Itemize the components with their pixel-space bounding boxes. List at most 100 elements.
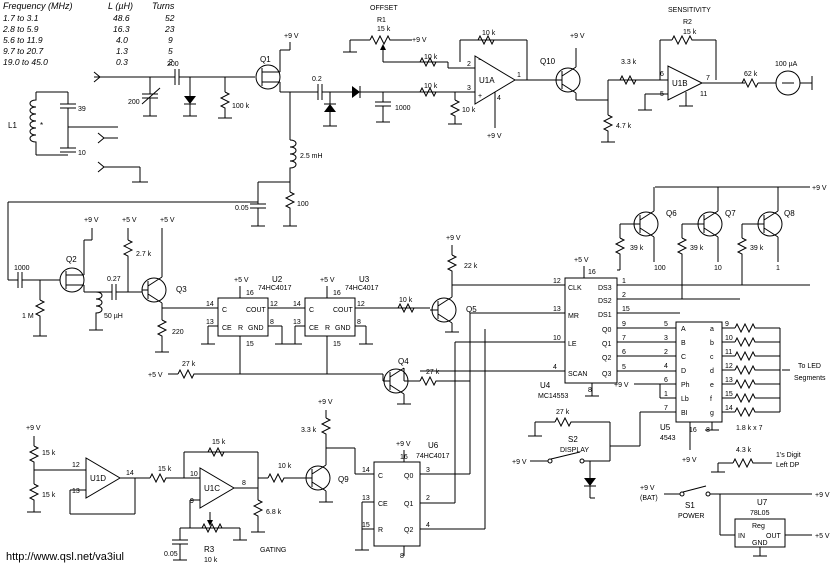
table-cell: 5 [168,46,173,56]
pin-number: 8 [242,480,246,487]
inductor-icon [95,291,103,322]
pin-label: B [681,340,686,347]
resistor-icon [122,239,134,266]
opamp-plus: + [478,93,482,100]
potentiometer-icon [671,34,716,46]
pin-number: 16 [588,269,596,276]
u5-chip [675,321,723,423]
u2-chip [217,297,269,337]
pin-number: 3 [467,85,471,92]
pin-label: Q1 [404,501,413,508]
u5-label: U5 [660,423,671,432]
resistor-icon [619,74,637,86]
potentiometer-icon [369,34,404,46]
q8-label: Q8 [784,209,795,218]
resistor-icon [267,472,296,484]
u6-chip [373,461,421,547]
pin-number: 8 [270,319,274,326]
s1-label: S1 [685,501,695,510]
table-row: 1.7 to 3.1 48.6 52 [3,13,175,23]
u4-label: U4 [540,381,551,390]
table-cell: 19.0 to 45.0 [3,57,48,67]
pin-number: 2 [467,61,471,68]
segments-label: Segments [794,375,826,382]
resistor-icon [34,299,46,326]
resistor-icon [149,472,176,484]
rail-label: +9 V [640,485,655,492]
pin-label: d [710,368,714,375]
offset-label: OFFSET [370,5,398,12]
resistor-icon [219,91,231,118]
choke-icon [289,139,297,182]
q3-label: Q3 [176,285,187,294]
resistor-icon [320,417,332,440]
pin-label: R [238,325,243,332]
rail-label: +9 V [318,399,333,406]
r39k-c-label: 39 k [750,245,764,252]
c10-label: 10 [78,150,86,157]
pin-number: 13 [725,377,733,384]
pin-label: a [710,326,714,333]
rail-label: +5 V [234,277,249,284]
pin-label: OUT [766,533,782,540]
digit-driver-section: +9 V Q6 100 39 k Q7 10 39 k [614,185,827,299]
pin-label: CE [309,325,319,332]
pin-number: 4 [553,364,557,371]
pin-label: GND [752,540,768,547]
u2-part-label: 74HC4017 [258,285,292,292]
pin-number: 12 [357,301,365,308]
pin-number: 14 [126,470,134,477]
band-switch-arrow-icon [97,132,105,144]
l1-star-label: * [40,121,43,130]
c39-label: 39 [78,106,86,113]
pin-number: 13 [206,319,214,326]
r62k-label: 62 k [744,71,758,78]
r100-label: 100 [297,201,309,208]
rail-label: +9 V [412,37,427,44]
prescaler-section: 1000 1 M Q2 +9 V 50 µH 0.27 +5 V 2.7 k [7,201,555,380]
pin-number: 9 [622,321,626,328]
r1m-label: 1 M [22,313,34,320]
pin-number: 16 [333,290,341,297]
pin-number: 9 [190,498,194,505]
band-switch-arrow-icon [93,71,101,83]
pin-label: GND [248,325,264,332]
meter-label: 100 µA [775,61,798,68]
r3-value-label: 10 k [204,557,218,564]
pin-number: 3 [664,335,668,342]
pin-label: Q2 [602,355,611,362]
pin-label: Ph [681,382,690,389]
u1b-label: U1B [672,79,688,88]
u3-label: U3 [359,275,370,284]
pin-label: DS3 [598,285,612,292]
table-cell: 5.6 to 11.9 [3,35,43,45]
display-switch-icon[interactable] [547,458,553,464]
rail-label: +9 V [446,235,461,242]
resistor-icon [419,86,437,98]
l25mh-label: 2.5 mH [300,153,323,160]
l1-coil-icon [29,92,37,155]
pin-number: 3 [426,467,430,474]
q10-label: Q10 [540,57,556,66]
pin-number: 12 [72,462,80,469]
pin-label: IN [738,533,745,540]
pin-number: 10 [725,335,733,342]
table-cell: 4.0 [116,35,128,45]
u1d-opamp-icon [85,457,121,499]
rail-label: +9 V [570,33,585,40]
sensitivity-label: SENSITIVITY [668,7,711,14]
q7-label: Q7 [725,209,736,218]
resistor-icon [614,237,626,262]
pin-number: 5 [622,364,626,371]
pin-number: 12 [725,363,733,370]
pin-label: c [710,354,714,361]
pin-number: 13 [72,488,80,495]
table-row: 9.7 to 20.7 1.3 5 [3,46,173,56]
q4-label: Q4 [398,357,409,366]
power-switch-icon[interactable] [679,491,685,497]
r10k-a-label: 10 k [424,54,438,61]
table-cell: 9.7 to 20.7 [3,46,43,56]
table-cell: 1.3 [116,46,128,56]
offset-amplifier-section: OFFSET R1 15 k +9 V 10 k 10 k 10 k U1A 2… [343,5,632,143]
r10-q7-label: 10 [714,265,722,272]
